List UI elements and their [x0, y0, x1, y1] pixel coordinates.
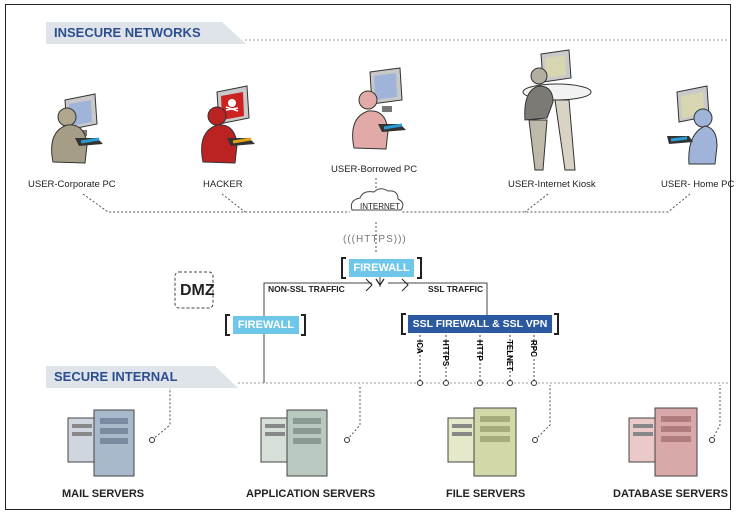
server-label-application: APPLICATION SERVERS — [246, 488, 376, 500]
server-label-mail: MAIL SERVERS — [62, 488, 145, 500]
firewall-left: FIREWALL — [233, 316, 299, 334]
server-label-database: DATABASE SERVERS — [613, 488, 728, 500]
ssl-traffic-label: SSL TRAFFIC — [428, 284, 484, 294]
protocol-https: HTTPS — [441, 340, 450, 367]
hacker-icon — [201, 85, 255, 164]
ssl-firewall-bracket-right — [554, 313, 559, 335]
protocol-http: HTTP — [475, 340, 484, 361]
insecure-networks-banner: INSECURE NETWORKS — [46, 22, 246, 44]
dmz-label: DMZ — [180, 282, 215, 299]
firewall-top-bracket-left — [341, 257, 346, 279]
diagram-frame — [5, 4, 731, 510]
protocol-lines — [419, 335, 535, 383]
non-ssl-traffic-label: NON-SSL TRAFFIC — [268, 284, 345, 294]
home-user-icon — [667, 85, 718, 165]
ssl-firewall-vpn: SSL FIREWALL & SSL VPN — [408, 315, 552, 333]
server-label-file: FILE SERVERS — [446, 488, 526, 500]
firewall-top: FIREWALL — [349, 259, 414, 277]
https-label: (((HTTPS))) — [343, 234, 407, 245]
user-label-kiosk: USER-Internet Kiosk — [508, 179, 596, 190]
firewall-left-bracket-right — [301, 314, 306, 336]
mail-server-icon — [67, 409, 135, 477]
kiosk-user-icon — [522, 49, 592, 171]
file-server-icon — [447, 407, 517, 477]
protocol-rpc: RPC — [529, 340, 538, 357]
user-connection-lines — [82, 178, 691, 252]
user-label-hacker: HACKER — [203, 179, 243, 190]
dmz-box — [174, 271, 214, 309]
ssl-firewall-bracket-left — [401, 313, 406, 335]
user-label-home: USER- Home PC — [661, 179, 735, 190]
user-label-borrowed: USER-Borrowed PC — [331, 164, 418, 175]
firewall-top-bracket-right — [417, 257, 422, 279]
protocol-ica: ICA — [415, 340, 424, 354]
database-server-icon — [628, 407, 698, 477]
internet-label: INTERNET — [360, 202, 400, 211]
firewall-left-bracket-left — [225, 314, 230, 336]
server-links — [151, 385, 721, 441]
secure-network-banner: SECURE INTERNAL NETWORK — [46, 366, 238, 388]
internet-cloud-icon — [350, 188, 404, 211]
application-server-icon — [260, 409, 328, 477]
user-label-corporate: USER-Corporate PC — [28, 179, 116, 190]
protocol-dots — [417, 380, 537, 386]
borrowed-pc-user-icon — [352, 67, 406, 150]
protocol-telnet: TELNET — [505, 340, 514, 372]
firewall-down-arrow — [375, 278, 385, 287]
corporate-user-icon — [51, 93, 103, 164]
server-dots — [149, 437, 715, 443]
